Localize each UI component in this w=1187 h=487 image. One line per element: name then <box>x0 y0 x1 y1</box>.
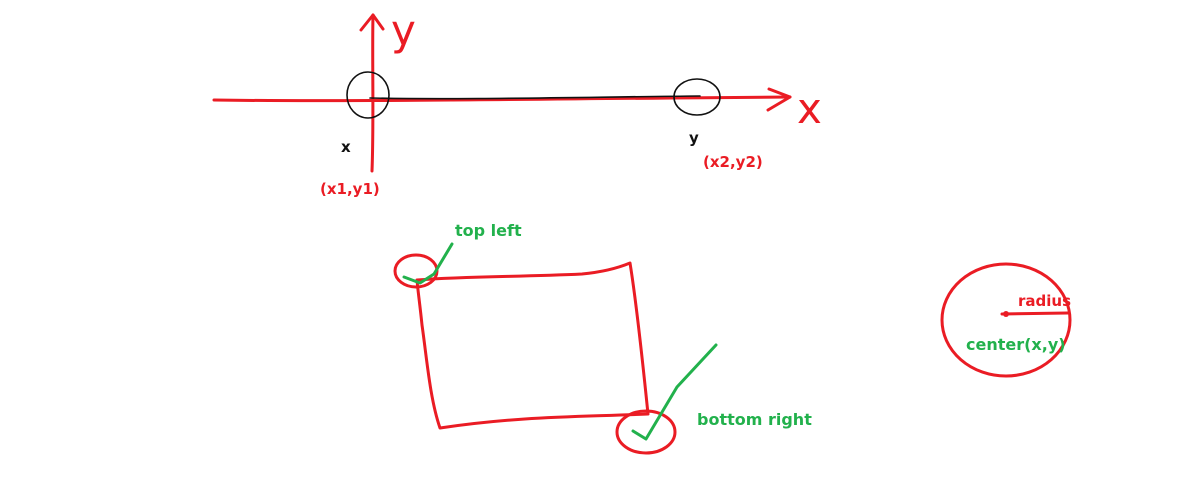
line-segment <box>369 95 701 100</box>
top-left-check-mark <box>402 242 454 285</box>
y-axis <box>370 13 375 173</box>
circle-diagram: radius center(x,y) <box>940 262 1072 378</box>
center-label: center(x,y) <box>966 335 1066 354</box>
circle-outline <box>940 262 1072 378</box>
start-point-circle <box>346 71 390 119</box>
radius-line <box>1000 311 1070 316</box>
bottom-right-label: bottom right <box>697 410 812 429</box>
radius-label: radius <box>1018 292 1071 310</box>
point-2-name: y <box>689 129 699 147</box>
x-axis-label: x <box>797 84 822 133</box>
bottom-right-check-mark <box>631 343 718 441</box>
point-1-coordinates: (x1,y1) <box>320 180 380 198</box>
line-diagram: y x x y (x1,y1) (x2,y2) <box>212 6 822 198</box>
top-left-label: top left <box>455 221 522 240</box>
y-axis-arrowhead <box>359 13 385 32</box>
bottom-right-corner-circle <box>615 409 677 455</box>
point-1-name: x <box>341 138 351 156</box>
y-axis-label: y <box>391 6 416 55</box>
point-2-coordinates: (x2,y2) <box>703 153 763 171</box>
end-point-circle <box>673 78 721 116</box>
rectangle-diagram: top left bottom right <box>393 221 812 455</box>
rectangle-outline <box>415 261 650 430</box>
x-axis-arrowhead <box>766 87 792 112</box>
center-point <box>1003 311 1009 317</box>
x-axis <box>212 95 792 103</box>
